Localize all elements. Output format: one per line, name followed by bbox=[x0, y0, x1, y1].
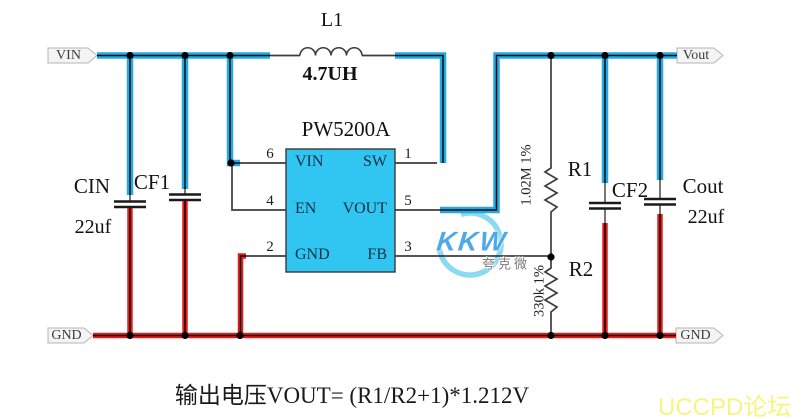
r2-value: 330k 1% bbox=[531, 265, 548, 317]
ic-pin-number-4: 4 bbox=[266, 193, 274, 209]
inductor-l1 bbox=[299, 47, 363, 56]
signal-wires bbox=[231, 47, 559, 335]
capacitor-plates bbox=[114, 193, 676, 210]
inductor-designator: L1 bbox=[320, 9, 344, 31]
vout-tag bbox=[676, 47, 724, 64]
ic-pin-name-sw: SW bbox=[363, 153, 387, 170]
cap-cin bbox=[114, 200, 146, 209]
power-wires-blue bbox=[97, 52, 677, 214]
r2-designator: R2 bbox=[568, 257, 594, 281]
gnd-left-tag bbox=[47, 327, 94, 344]
output-voltage-formula: 输出电压VOUT= (R1/R2+1)*1.212V bbox=[174, 383, 530, 408]
resistor-r2 bbox=[543, 257, 559, 335]
vin-tag bbox=[47, 47, 98, 64]
ic-part-number: PW5200A bbox=[301, 117, 391, 141]
cap-cf2 bbox=[589, 201, 621, 210]
cap-cout bbox=[644, 197, 676, 206]
ic-pin-name-vout: VOUT bbox=[342, 200, 387, 217]
ic-pin-name-en: EN bbox=[295, 200, 317, 217]
vout-net-label: Vout bbox=[682, 48, 710, 63]
ic-pin-number-5: 5 bbox=[404, 193, 412, 209]
gnd-right-net-label: GND bbox=[680, 328, 711, 343]
kkw-logo-subtext: 夸克微 bbox=[481, 256, 531, 272]
ic-pin-number-1: 1 bbox=[404, 146, 412, 162]
ic-pin-name-fb: FB bbox=[367, 246, 387, 263]
ic-pin-name-gnd: GND bbox=[295, 246, 330, 263]
inductor-value: 4.7UH bbox=[302, 63, 358, 85]
ic-pin-number-3: 3 bbox=[404, 239, 412, 255]
cin-designator: CIN bbox=[73, 174, 111, 198]
resistor-r1 bbox=[543, 55, 559, 257]
ic-pin-number-2: 2 bbox=[266, 239, 274, 255]
cf2-designator: CF2 bbox=[611, 178, 649, 202]
r1-designator: R1 bbox=[567, 157, 593, 181]
r1-value: 1.02M 1% bbox=[518, 144, 535, 206]
ic-pin-number-6: 6 bbox=[266, 146, 274, 162]
cin-value: 22uf bbox=[74, 216, 112, 238]
cout-value: 22uf bbox=[687, 206, 725, 228]
ic-body bbox=[285, 148, 396, 273]
cout-designator: Cout bbox=[682, 174, 724, 198]
junction-dots bbox=[126, 51, 664, 340]
ic-pin-name-vin: VIN bbox=[295, 153, 324, 170]
cap-cf1 bbox=[169, 193, 201, 202]
ground-wires-red bbox=[93, 201, 676, 339]
vin-net-label: VIN bbox=[56, 48, 81, 63]
cf1-designator: CF1 bbox=[133, 170, 171, 194]
forum-watermark: UCCPD论坛 bbox=[658, 394, 792, 419]
net-tags bbox=[47, 47, 724, 344]
gnd-left-net-label: GND bbox=[51, 328, 82, 343]
gnd-right-tag bbox=[675, 327, 724, 344]
